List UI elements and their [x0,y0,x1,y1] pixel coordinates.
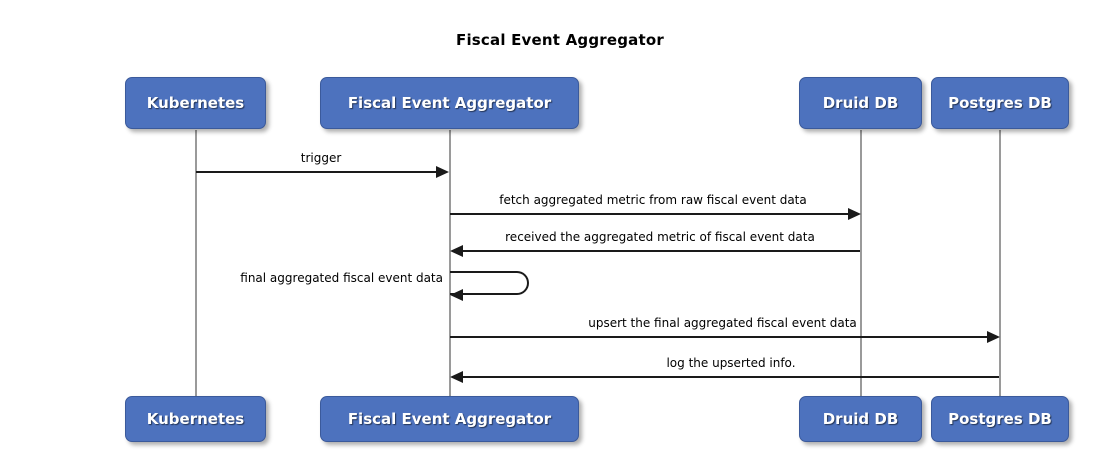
participant-label: Druid DB [822,94,899,112]
message-label-received-metric: received the aggregated metric of fiscal… [505,230,815,244]
lifeline-druid [860,130,862,396]
arrowhead-left-final-data [450,289,463,301]
lifeline-aggregator [449,130,451,396]
message-label-upsert: upsert the final aggregated fiscal event… [588,316,857,330]
arrowhead-left-log-upserted [450,371,463,383]
arrowhead-left-received-metric [450,245,463,257]
diagram-title: Fiscal Event Aggregator [456,31,664,49]
participant-label: Fiscal Event Aggregator [347,410,552,428]
message-label-trigger: trigger [300,151,342,165]
participant-kubernetes-top[interactable]: Kubernetes [125,77,266,129]
self-loop-final-data [450,271,529,295]
participant-aggregator-bottom[interactable]: Fiscal Event Aggregator [320,396,579,442]
arrowhead-right-fetch-metric [848,208,861,220]
participant-druid-top[interactable]: Druid DB [799,77,922,129]
message-line-trigger [196,171,436,173]
participant-label: Kubernetes [146,94,245,112]
participant-kubernetes-bottom[interactable]: Kubernetes [125,396,266,442]
message-line-received-metric [463,250,860,252]
participant-label: Druid DB [822,410,899,428]
participant-label: Postgres DB [948,410,1052,428]
message-line-fetch-metric [450,213,848,215]
message-label-final-data: final aggregated fiscal event data [240,271,443,285]
lifeline-kubernetes [195,130,197,396]
participant-postgres-bottom[interactable]: Postgres DB [931,396,1069,442]
message-line-log-upserted [463,376,999,378]
participant-label: Postgres DB [948,94,1052,112]
arrowhead-right-trigger [436,166,449,178]
participant-druid-bottom[interactable]: Druid DB [799,396,922,442]
participant-label: Kubernetes [146,410,245,428]
message-line-upsert [450,336,987,338]
participant-label: Fiscal Event Aggregator [347,94,552,112]
arrowhead-right-upsert [987,331,1000,343]
message-label-fetch-metric: fetch aggregated metric from raw fiscal … [499,193,807,207]
message-label-log-upserted: log the upserted info. [666,356,796,370]
lifeline-postgres [999,130,1001,396]
participant-aggregator-top[interactable]: Fiscal Event Aggregator [320,77,579,129]
participant-postgres-top[interactable]: Postgres DB [931,77,1069,129]
